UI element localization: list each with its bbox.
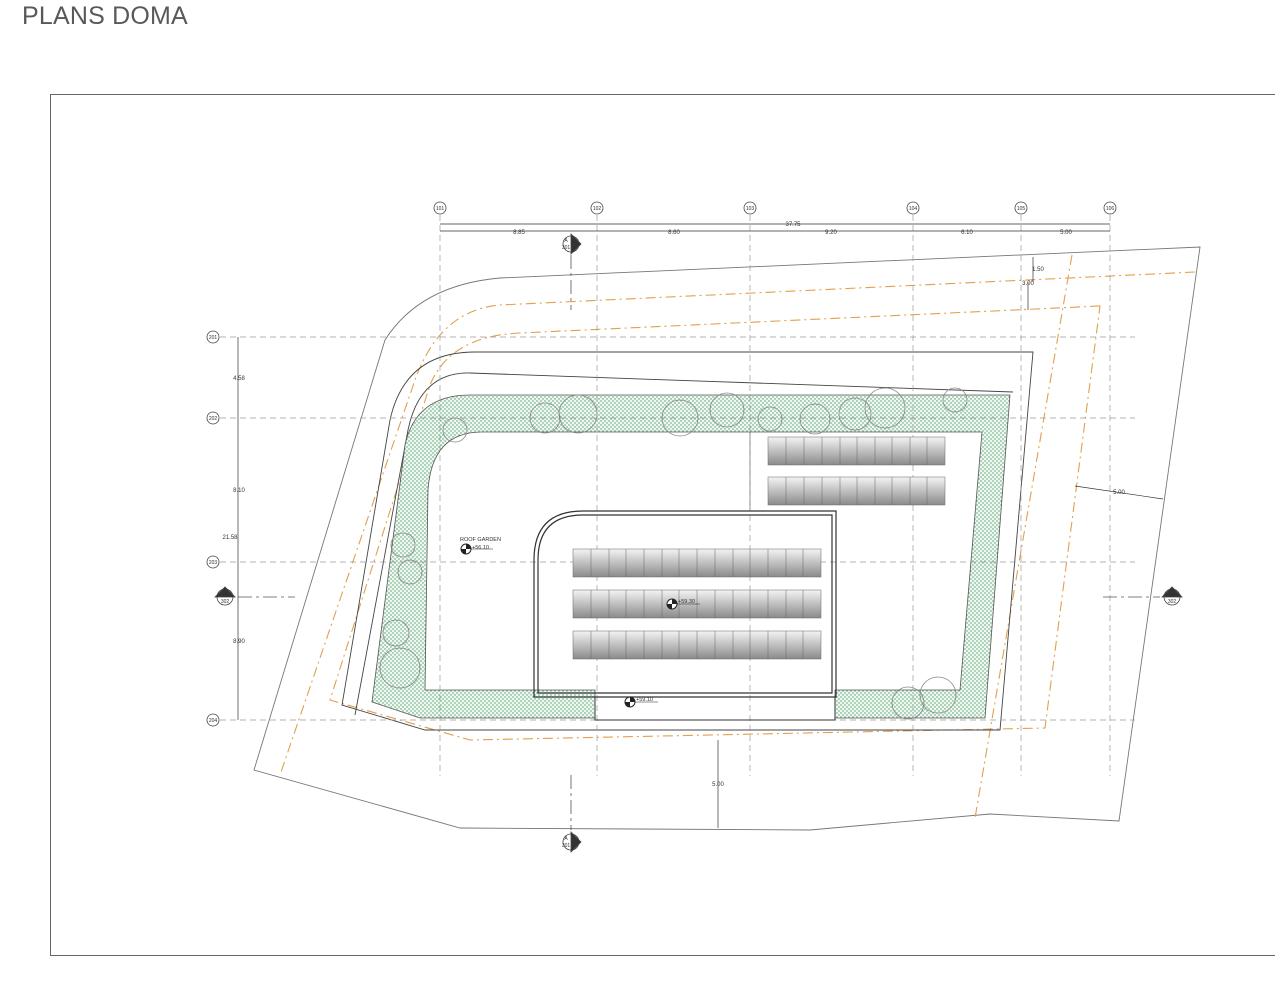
- section-b-left-sheet: 302: [221, 599, 230, 605]
- building-outlines: [341, 351, 1034, 731]
- dim-col-5: 5.00: [1060, 230, 1072, 236]
- grid-row-204: 204: [209, 718, 218, 724]
- section-a-bottom-letter: A: [564, 836, 568, 842]
- grid-row-202: 202: [209, 416, 218, 422]
- grid-col-106: 106: [1106, 206, 1115, 212]
- section-a-bottom-sheet: 301: [562, 843, 571, 849]
- section-markers: [214, 233, 1183, 853]
- section-b-right-sheet: 302: [1168, 599, 1177, 605]
- setback-dim-top-b: 3.00: [1022, 281, 1034, 287]
- level-markers: [460, 543, 700, 708]
- dimension-lines: [237, 223, 1164, 828]
- grid-col-105: 105: [1017, 206, 1026, 212]
- solar-panels: [572, 436, 946, 660]
- grid-col-102: 102: [593, 206, 602, 212]
- setback-lines: [279, 254, 1196, 819]
- setback-dim-right: 5.00: [1113, 490, 1125, 496]
- dim-col-3: 9.20: [825, 230, 837, 236]
- column-bubbles: [433, 201, 1117, 215]
- level-upper: +59.30: [678, 599, 695, 605]
- grid-col-101: 101: [436, 206, 445, 212]
- grid-row-201: 201: [209, 335, 218, 341]
- dim-row-3: 8.90: [233, 639, 245, 645]
- roof-garden-label: ROOF GARDEN: [460, 537, 501, 543]
- section-b-right-letter: B: [1170, 593, 1174, 599]
- grid-lines: [220, 215, 1135, 776]
- dim-col-2: 8.60: [668, 230, 680, 236]
- level-roof-garden: +56.10: [472, 545, 489, 551]
- section-lines: [238, 255, 1160, 830]
- overall-depth-dim: 21.58: [222, 535, 238, 541]
- central-roof-block: [537, 514, 833, 694]
- dim-col-1: 8.85: [513, 230, 525, 236]
- section-a-top-letter: A: [564, 238, 568, 244]
- row-bubbles: [206, 330, 220, 727]
- section-b-left-letter: B: [223, 593, 227, 599]
- grid-col-103: 103: [746, 206, 755, 212]
- dim-row-1: 4.58: [233, 376, 245, 382]
- dim-row-2: 8.10: [233, 488, 245, 494]
- overall-width-dim: 37.75: [785, 222, 801, 228]
- level-lower: +59.10: [636, 697, 653, 703]
- dim-col-4: 6.10: [961, 230, 973, 236]
- drawing-sheet: [50, 94, 1275, 956]
- setback-dim-bottom: 5.00: [712, 782, 724, 788]
- site-boundary: [253, 246, 1201, 831]
- page-title: PLANS DOMA: [22, 2, 188, 30]
- grid-col-104: 104: [909, 206, 918, 212]
- grid-row-203: 203: [209, 560, 218, 566]
- section-a-top-sheet: 301: [562, 245, 571, 251]
- planting-strip: [371, 394, 1011, 719]
- setback-dim-top-a: 1.50: [1032, 267, 1044, 273]
